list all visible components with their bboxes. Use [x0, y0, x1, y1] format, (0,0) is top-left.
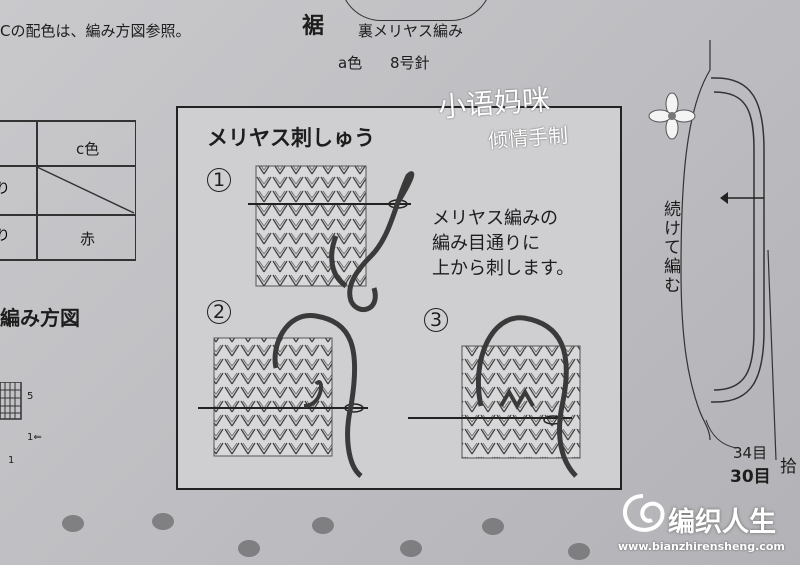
stitch-count-30: 30目	[730, 467, 771, 487]
diagram-label: 編み方図	[0, 306, 80, 330]
flower-icon	[648, 92, 696, 140]
mini-chart-grid	[0, 382, 22, 420]
brand-logo-icon	[623, 494, 665, 532]
row-arrow: 1⇐	[27, 432, 42, 443]
color-note: Cの配色は、編み方図参照。	[0, 22, 191, 40]
hem-yarn: a色	[338, 54, 363, 72]
step-1-number: 1	[207, 168, 231, 192]
svg-text:り: り	[0, 228, 10, 244]
hem-needle: 8号針	[390, 54, 430, 72]
handwritten-signature-2: 倾情手制	[487, 123, 569, 153]
continue-knitting-label: 続けて編む	[660, 200, 680, 295]
hem-side-bracket	[680, 40, 777, 460]
table-header-c: c色	[76, 140, 100, 158]
instruction-line: メリヤス編みの	[432, 208, 558, 229]
pick-up-label: 拾	[780, 457, 797, 477]
hem-title: 裾	[302, 14, 325, 39]
watermark-url: www.bianzhirensheng.com	[618, 540, 785, 553]
table-cell-red: 赤	[80, 230, 96, 248]
hem-bracket	[340, 0, 492, 21]
instruction-line: 編み目通りに	[432, 233, 540, 254]
handwritten-signature-1: 小语妈咪	[437, 83, 552, 124]
row-number-top: 5	[27, 391, 34, 402]
hem-subtitle: 裏メリヤス編み	[358, 22, 464, 40]
instruction-text: メリヤス編みの 編み目通りに 上から刺します。	[432, 206, 574, 281]
instruction-line: 上から刺します。	[432, 258, 575, 279]
box-title: メリヤス刺しゅう	[207, 126, 375, 150]
stitch-count-34: 34目	[733, 444, 768, 462]
step-3-number: 3	[424, 308, 448, 332]
knitting-illustrations	[198, 165, 581, 478]
svg-text:り: り	[0, 181, 10, 197]
row-number-bottom: 1	[8, 455, 15, 466]
watermark-brand: 编织人生	[668, 507, 776, 538]
step-2-number: 2	[207, 300, 231, 324]
color-table: り り	[0, 120, 136, 261]
